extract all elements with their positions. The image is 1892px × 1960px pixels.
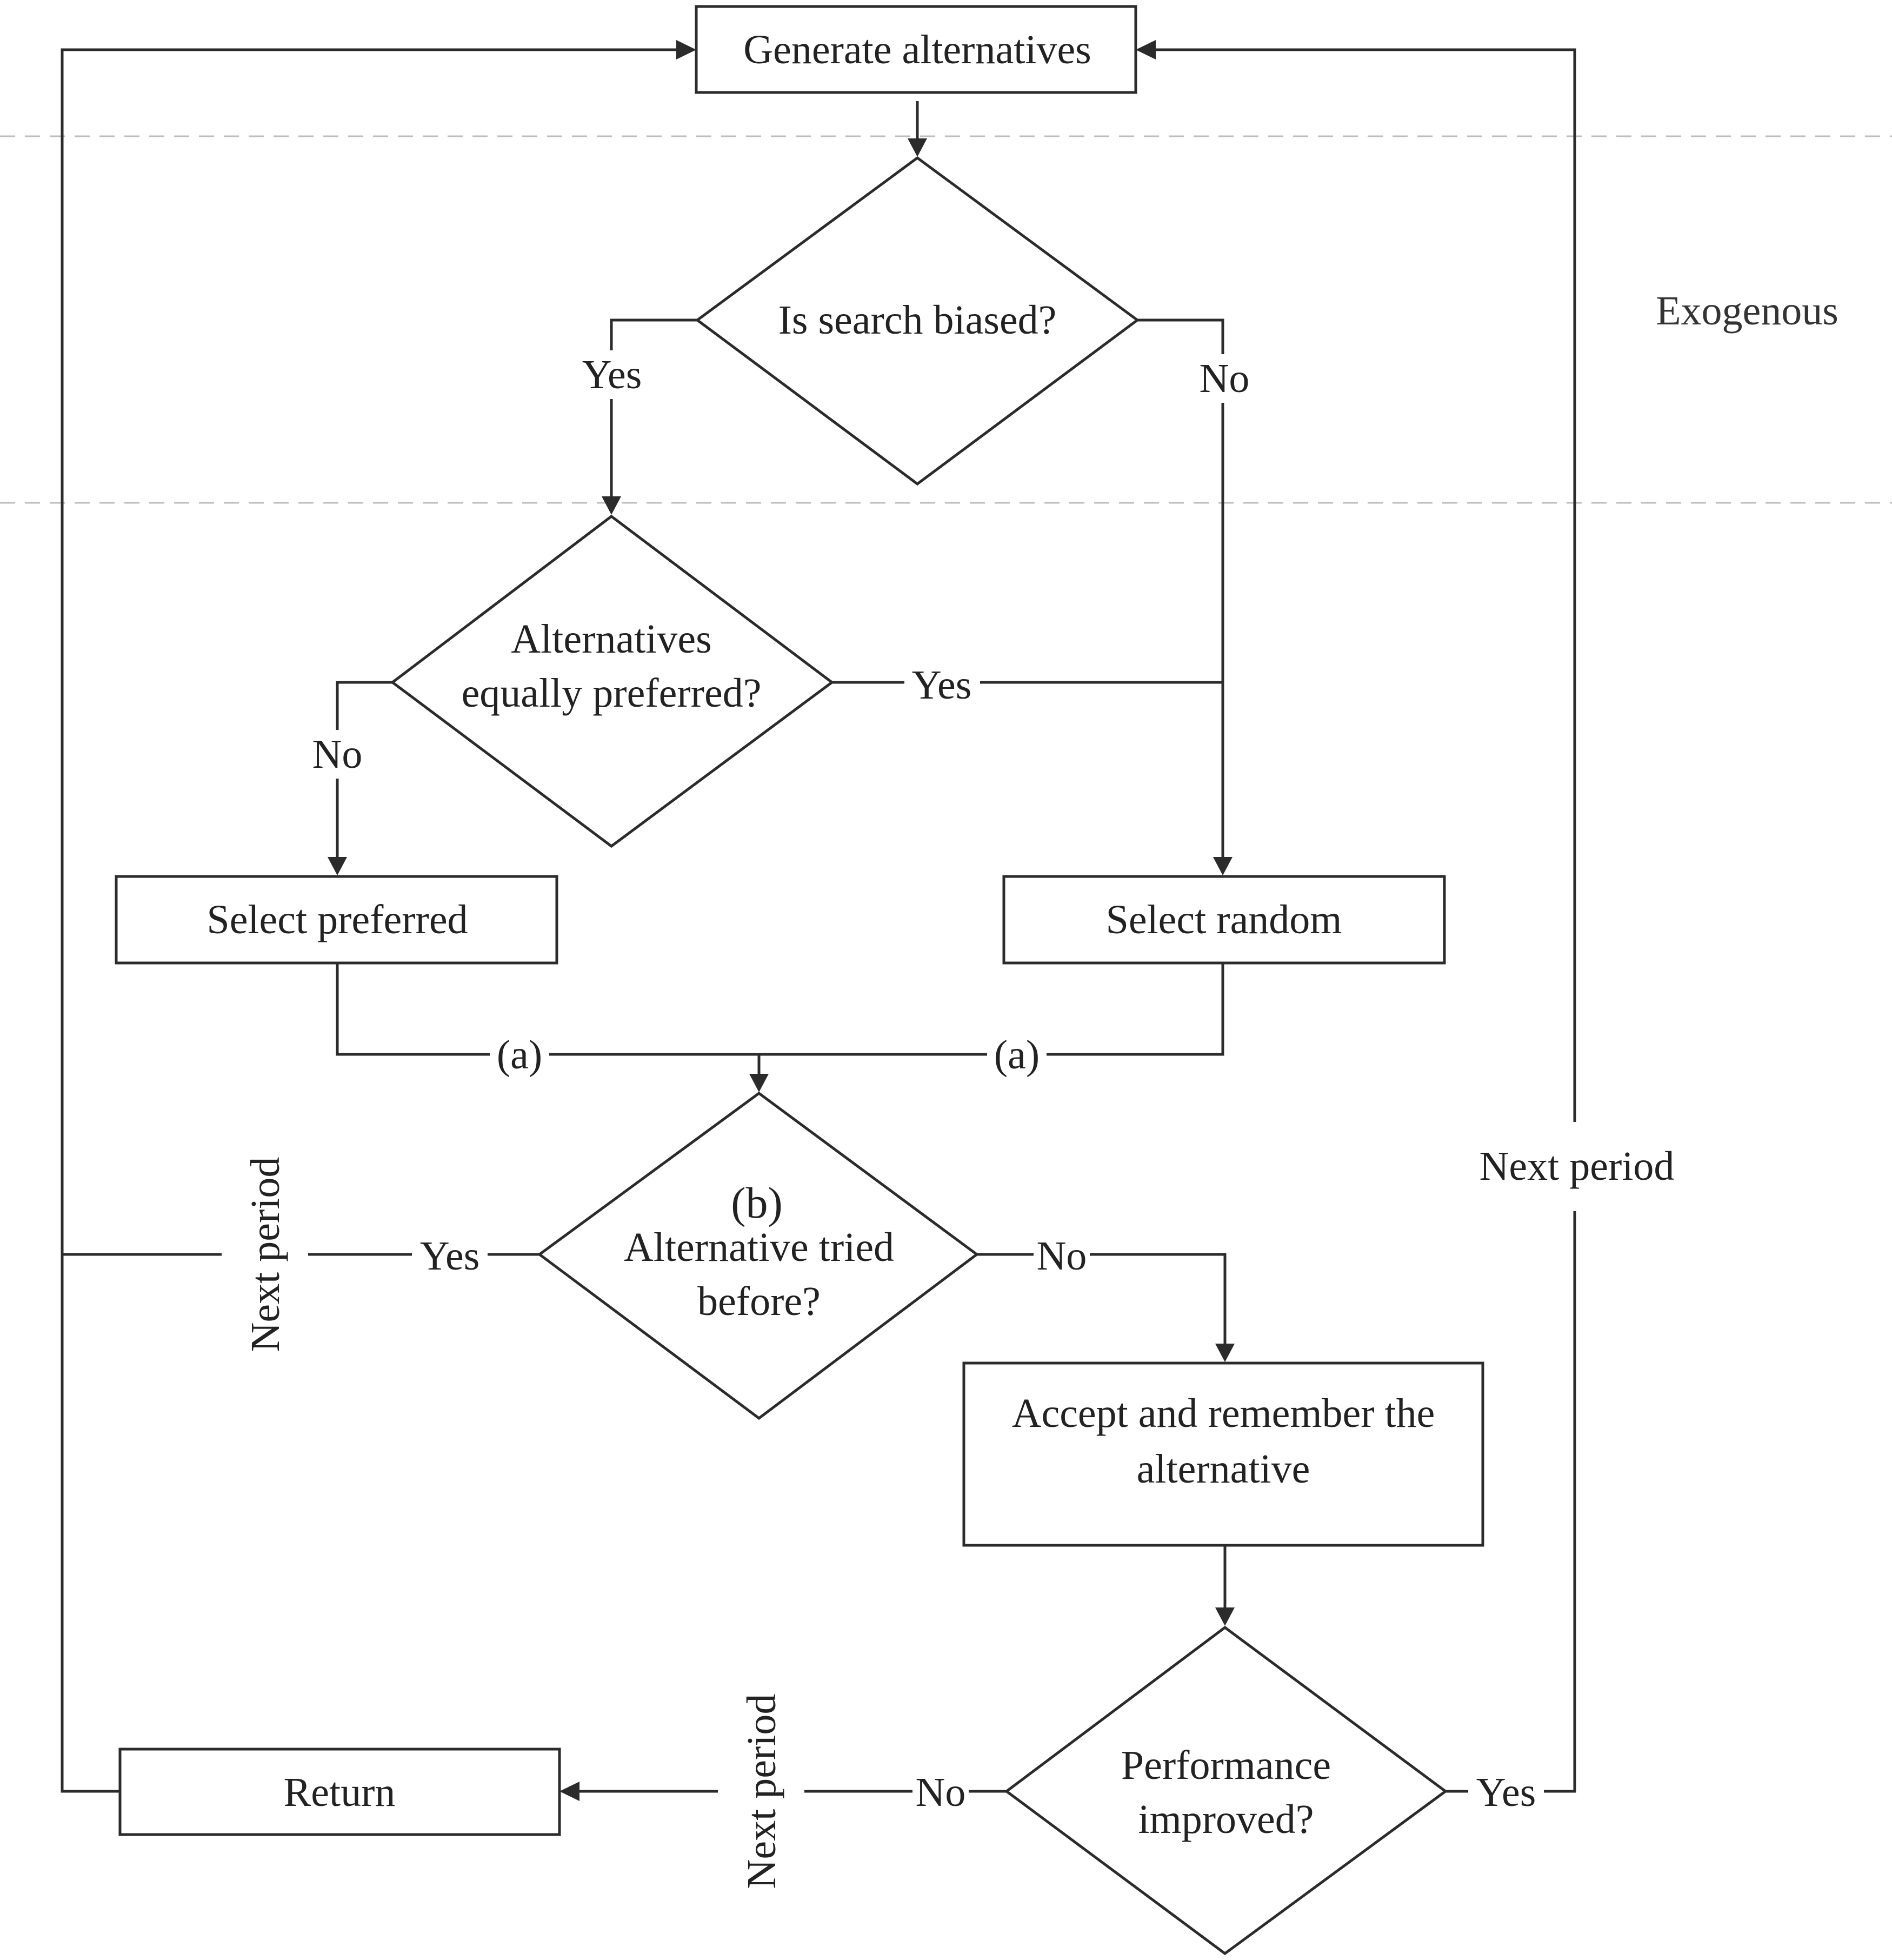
arrowhead-generate-left — [676, 40, 696, 59]
arrowhead-performance — [1215, 1607, 1235, 1626]
arrowhead-preferred — [328, 857, 347, 875]
svg-text:Accept and remember the: Accept and remember the — [1012, 1391, 1435, 1436]
node-select-random: Select random — [1002, 875, 1446, 965]
svg-text:Yes: Yes — [1476, 1770, 1536, 1815]
arrowhead-generate-right — [1136, 40, 1156, 59]
arrowhead-biased — [908, 138, 927, 157]
svg-text:Generate alternatives: Generate alternatives — [743, 27, 1091, 72]
label-join-a-left: (a) — [490, 1032, 549, 1078]
arrowhead-random — [1213, 857, 1233, 875]
svg-text:equally preferred?: equally preferred? — [462, 670, 762, 716]
marker-b: (b) — [731, 1178, 783, 1227]
edge-biased-yes — [610, 318, 697, 497]
node-performance-improved: Performance improved? — [1004, 1625, 1448, 1956]
label-performance-yes: Yes — [1468, 1769, 1544, 1815]
svg-text:Select random: Select random — [1106, 897, 1342, 942]
svg-text:No: No — [1037, 1233, 1087, 1279]
node-return: Return — [118, 1748, 561, 1836]
edge-preferred-merge — [336, 963, 1224, 1056]
svg-text:Alternative tried: Alternative tried — [624, 1225, 894, 1270]
label-biased-yes: Yes — [574, 350, 650, 399]
svg-text:Yes: Yes — [912, 662, 972, 708]
arrowhead-tried — [749, 1074, 769, 1092]
svg-text:before?: before? — [697, 1279, 821, 1324]
svg-text:No: No — [312, 732, 363, 777]
label-next-period-bottom: Next period — [739, 1694, 784, 1889]
svg-text:alternative: alternative — [1137, 1446, 1310, 1492]
svg-text:Is search biased?: Is search biased? — [778, 297, 1057, 343]
node-is-search-biased: Is search biased? — [695, 156, 1140, 486]
node-select-preferred: Select preferred — [115, 875, 558, 965]
node-alternatives-equally-preferred: Alternatives equally preferred? — [390, 514, 835, 848]
svg-text:Alternatives: Alternatives — [511, 616, 711, 662]
svg-text:Yes: Yes — [582, 352, 642, 397]
label-equal-yes: Yes — [904, 661, 980, 708]
label-equal-no: No — [310, 730, 366, 779]
node-generate-alternatives: Generate alternatives — [695, 5, 1137, 94]
svg-text:(a): (a) — [994, 1032, 1040, 1078]
arrowhead-return — [559, 1782, 579, 1801]
svg-text:Performance: Performance — [1121, 1743, 1331, 1788]
svg-text:No: No — [1200, 356, 1250, 401]
label-next-period-left: Next period — [243, 1157, 288, 1352]
node-accept-and-remember: Accept and remember the alternative — [962, 1361, 1484, 1547]
node-alternative-tried-before: Alternative tried before? — [537, 1091, 980, 1420]
label-performance-no: No — [912, 1769, 969, 1815]
svg-text:Return: Return — [284, 1770, 396, 1815]
edge-biased-no — [1137, 318, 1224, 859]
svg-text:Yes: Yes — [420, 1233, 480, 1279]
label-join-a-right: (a) — [987, 1032, 1047, 1078]
zone-label-exogenous: Exogenous — [1656, 288, 1838, 334]
edge-equal-no — [336, 681, 392, 859]
label-next-period-right: Next period — [1480, 1144, 1675, 1189]
label-tried-no: No — [1034, 1233, 1090, 1279]
edge-left-loop — [61, 48, 677, 1793]
arrowhead-accept — [1215, 1344, 1235, 1362]
edge-tried-no — [977, 1253, 1227, 1346]
edge-performance-yes-b — [1152, 48, 1576, 1122]
label-tried-yes: Yes — [412, 1233, 488, 1279]
svg-text:Select preferred: Select preferred — [206, 897, 468, 942]
svg-text:(a): (a) — [497, 1032, 542, 1078]
svg-text:improved?: improved? — [1138, 1797, 1314, 1842]
svg-text:No: No — [916, 1770, 966, 1815]
arrowhead-equal — [602, 496, 621, 515]
label-biased-no: No — [1196, 354, 1252, 403]
